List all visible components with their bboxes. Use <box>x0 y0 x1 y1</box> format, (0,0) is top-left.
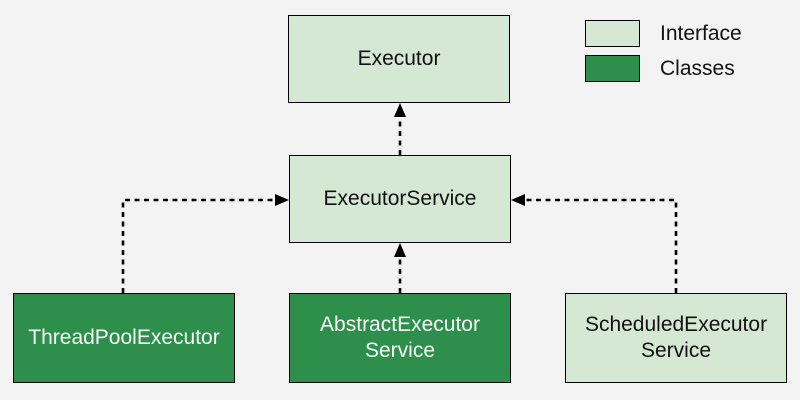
legend: Interface Classes <box>585 20 742 82</box>
legend-swatch-interface <box>585 20 640 47</box>
node-executor: Executor <box>288 15 510 103</box>
edge-scheduledexecutorservice-to-executorservice <box>511 194 678 293</box>
legend-item-interface: Interface <box>585 20 742 47</box>
node-executor-service-label: ExecutorService <box>323 186 477 210</box>
node-abstract-executor-service: AbstractExecutor Service <box>289 293 511 383</box>
node-scheduled-executor-service: ScheduledExecutor Service <box>565 293 787 383</box>
node-executor-label: Executor <box>357 46 441 70</box>
legend-item-classes: Classes <box>585 55 742 82</box>
node-abstract-executor-service-label-line2: Service <box>364 339 436 362</box>
node-thread-pool-executor-label: ThreadPoolExecutor <box>28 325 220 349</box>
node-thread-pool-executor: ThreadPoolExecutor <box>13 293 235 383</box>
node-scheduled-executor-service-label-line2: Service <box>640 339 712 362</box>
legend-swatch-classes <box>585 55 640 82</box>
legend-label-classes: Classes <box>660 56 735 80</box>
node-abstract-executor-service-label-line1: AbstractExecutor <box>320 312 480 336</box>
edge-threadpoolexecutor-to-executorservice <box>121 194 289 293</box>
edge-executorservice-to-executor <box>394 103 406 155</box>
legend-label-interface: Interface <box>660 21 742 45</box>
node-scheduled-executor-service-label-line1: ScheduledExecutor <box>584 312 768 336</box>
edge-abstractexecutorservice-to-executorservice <box>394 243 406 293</box>
node-executor-service: ExecutorService <box>289 155 511 243</box>
